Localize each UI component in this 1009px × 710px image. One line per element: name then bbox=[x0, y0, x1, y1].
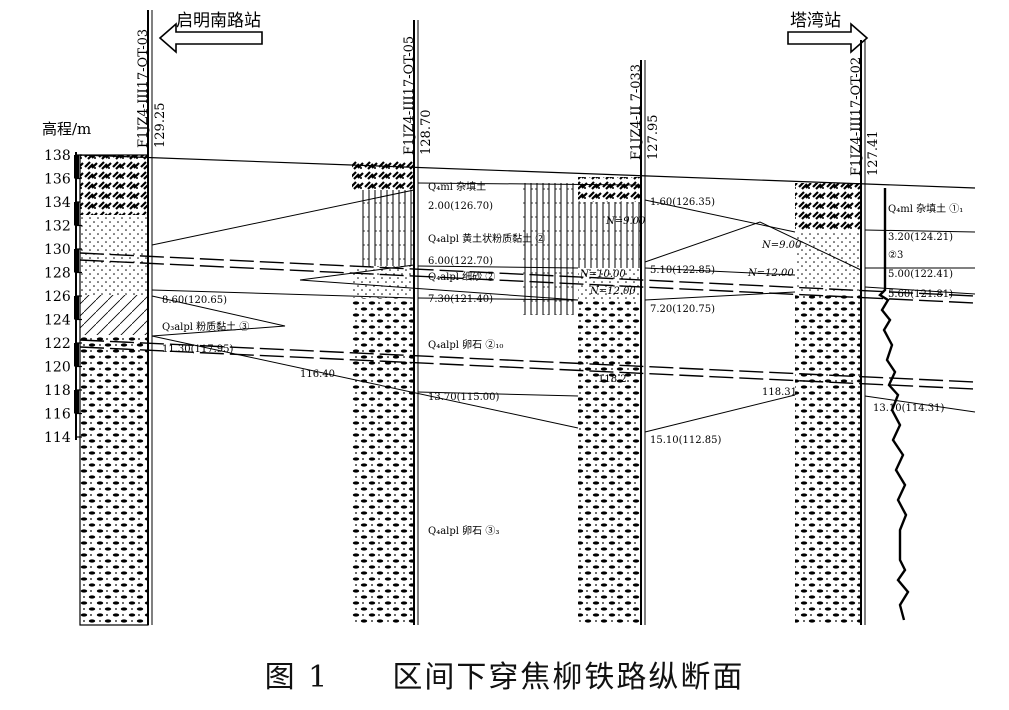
layer-gravel-upper-label: Q₄alpl 卵石 ②₁₀ bbox=[428, 339, 503, 351]
figure-number: 图 1 bbox=[264, 660, 330, 695]
borehole-1-id: F1JZ4-III17-QT-03 bbox=[136, 29, 151, 148]
elevation-value: 118.2 bbox=[598, 374, 627, 385]
axis-tick-label: 134 bbox=[44, 195, 71, 211]
layer-fine-sand-label: Q₄alpl 细砂 ② bbox=[428, 270, 495, 283]
borehole-2-column bbox=[352, 20, 419, 625]
axis-tick-label: 124 bbox=[44, 313, 71, 329]
axis-tick-label: 132 bbox=[44, 219, 71, 235]
axis-tick-label: 118 bbox=[44, 383, 71, 399]
axis-scale-bar bbox=[74, 249, 79, 273]
spt-label: N=10.00 bbox=[579, 269, 626, 280]
borehole-2-elevation: 128.70 bbox=[419, 110, 434, 156]
spt-label: N=9.00 bbox=[761, 240, 802, 251]
spt-label: N=12.00 bbox=[747, 268, 794, 279]
borehole-3-elevation: 127.95 bbox=[646, 115, 661, 161]
layer-gravel-lower-label: Q₄alpl 卵石 ③₃ bbox=[428, 525, 499, 537]
axis-tick-label: 122 bbox=[44, 336, 71, 352]
layer-fill-b4-label: Q₄ml 杂填土 ①₁ bbox=[888, 202, 963, 215]
borehole-4-elevation: 127.41 bbox=[866, 131, 881, 177]
depth-label: 7.30(121.40) bbox=[428, 294, 493, 305]
borehole-2-id: F1JZ4-III17-QT-05 bbox=[402, 36, 417, 155]
figure-caption: 图 1 区间下穿焦柳铁路纵断面 bbox=[0, 652, 1009, 696]
axis-scale-bar bbox=[74, 202, 79, 226]
borehole-1-column bbox=[79, 10, 153, 626]
spt-label: N=9.00 bbox=[605, 216, 646, 227]
borehole-3-column bbox=[522, 60, 646, 625]
depth-label: 5.10(122.85) bbox=[650, 265, 715, 276]
layer-labels: Q₄ml 杂填土 Q₄alpl 黄土状粉质黏土 ② Q₄alpl 细砂 ② Q₃… bbox=[162, 180, 963, 537]
depth-label: 5.60(121.81) bbox=[888, 289, 953, 300]
axis-tick-label: 128 bbox=[44, 266, 71, 282]
station-right-label: 塔湾站 bbox=[790, 11, 841, 31]
borehole-labels: F1JZ4-III17-QT-03 129.25 F1JZ4-III17-QT-… bbox=[136, 29, 881, 176]
borehole-4-id: F1JZ4-III17-QT-02 bbox=[849, 57, 864, 176]
figure-title: 区间下穿焦柳铁路纵断面 bbox=[392, 660, 745, 695]
axis-tick-label: 126 bbox=[44, 289, 71, 305]
depth-label: 1.60(126.35) bbox=[650, 197, 715, 208]
layer-boundaries bbox=[79, 154, 976, 433]
axis-tick-label: 130 bbox=[44, 242, 71, 258]
borehole-1-elevation: 129.25 bbox=[153, 103, 168, 149]
axis-tick-label: 136 bbox=[44, 172, 71, 188]
elevation-axis: 高程/m 138 136 134 132 130 128 126 124 122 120 118 11… bbox=[42, 120, 91, 446]
axis-tick-label: 120 bbox=[44, 360, 71, 376]
layer-loess-label: Q₄alpl 黄土状粉质黏土 ② bbox=[428, 232, 545, 245]
elevation-value: 116.40 bbox=[300, 369, 335, 380]
depth-labels: 8.60(120.65) 11.30(117.95) 2.00(126.70) … bbox=[162, 197, 953, 446]
axis-scale-bar bbox=[74, 155, 79, 179]
station-arrow-left: 启明南路站 bbox=[158, 11, 263, 54]
elevation-value: 118.31 bbox=[762, 387, 797, 398]
station-left-label: 启明南路站 bbox=[176, 11, 261, 31]
axis-scale-bar bbox=[74, 343, 79, 367]
layer-fill-label: Q₄ml 杂填土 bbox=[428, 180, 486, 193]
borehole-4-column bbox=[795, 40, 910, 625]
station-arrow-right: 塔湾站 bbox=[787, 11, 869, 54]
axis-tick-label: 114 bbox=[44, 430, 71, 446]
depth-label: 13.70(115.00) bbox=[428, 392, 500, 403]
axis-scale-bar bbox=[74, 390, 79, 414]
spt-labels: N=9.00 N=10.00 N=12.00 N=9.00 N=12.00 bbox=[579, 216, 802, 297]
depth-label: 15.10(112.85) bbox=[650, 435, 722, 446]
layer-sub23-label: ②3 bbox=[888, 250, 903, 261]
depth-label: 13.10(114.31) bbox=[873, 403, 945, 414]
depth-label: 3.20(124.21) bbox=[888, 232, 953, 243]
axis-tick-label: 116 bbox=[44, 407, 71, 423]
spt-label: N=12.00 bbox=[589, 286, 636, 297]
depth-label: 2.00(126.70) bbox=[428, 201, 493, 212]
depth-label: 8.60(120.65) bbox=[162, 295, 227, 306]
depth-label: 6.00(122.70) bbox=[428, 256, 493, 267]
depth-label: 11.30(117.95) bbox=[162, 344, 234, 355]
axis-title: 高程/m bbox=[42, 120, 91, 138]
axis-scale-bar bbox=[74, 296, 79, 320]
misc-labels: 116.40 118.2 118.31 bbox=[300, 369, 797, 398]
borehole-3-id: F1JZ4-II 7-033 bbox=[629, 64, 644, 160]
axis-tick-label: 138 bbox=[44, 148, 71, 164]
layer-silty-clay-label: Q₃alpl 粉质黏土 ③ bbox=[162, 320, 249, 333]
depth-label: 7.20(120.75) bbox=[650, 304, 715, 315]
depth-label: 5.00(122.41) bbox=[888, 269, 953, 280]
